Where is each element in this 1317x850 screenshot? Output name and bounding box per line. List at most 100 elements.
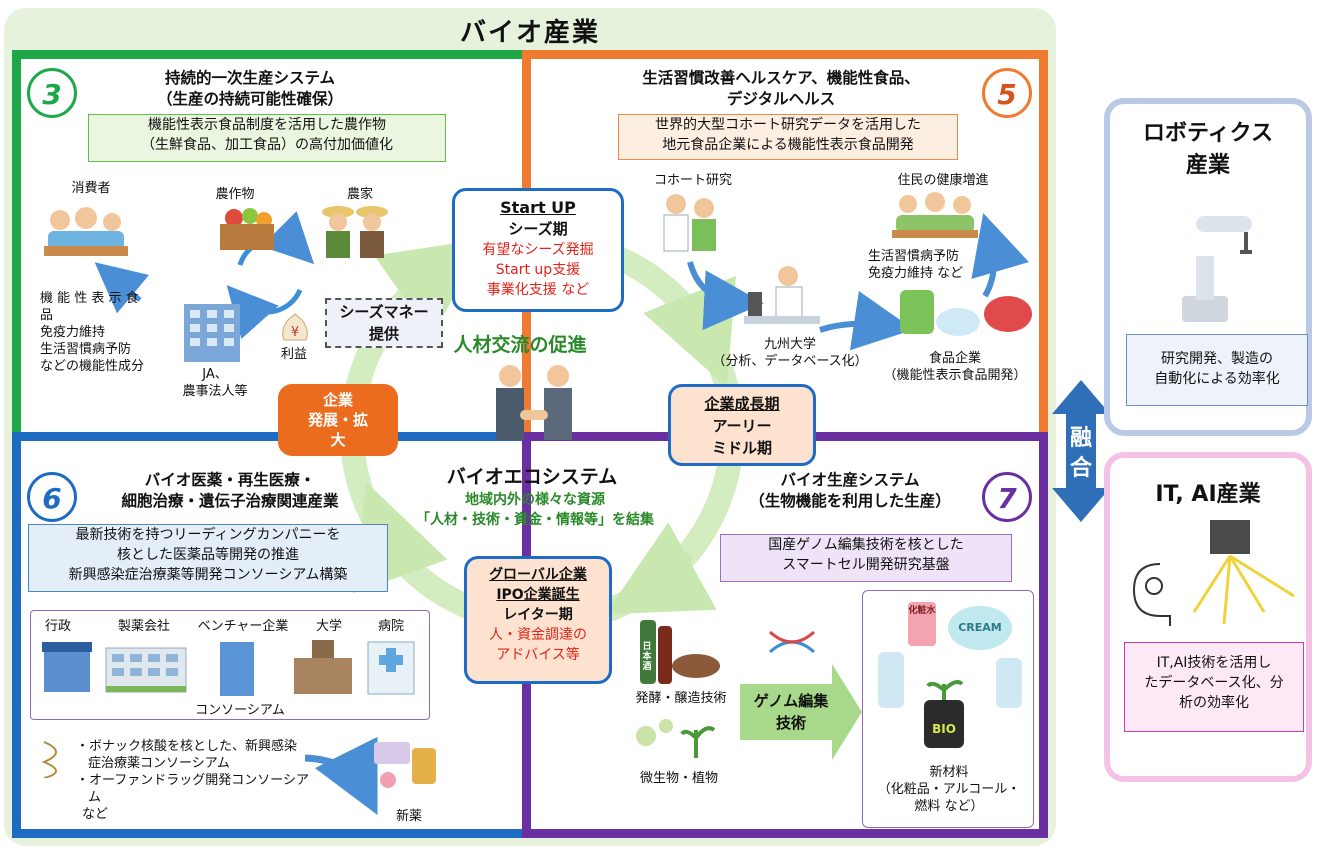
- food-company-label: 食品企業 （機能性表示食品開発）: [870, 350, 1040, 384]
- genome-arrow: [740, 664, 862, 760]
- robotics-title: ロボティクス 産業: [1110, 118, 1306, 182]
- global-stage-box: グローバル企業 IPO企業誕生 レイター期 人・資金調達の アドバイス等: [464, 556, 612, 684]
- q3-note-line2: （生鮮食品、加工食品）の高付加価値化: [141, 137, 393, 153]
- robot-arm-icon: [1162, 196, 1262, 326]
- cosmetics-bio-icon: [872, 596, 1028, 756]
- expansion-line3: 大: [330, 431, 346, 449]
- svg-text:¥: ¥: [291, 325, 299, 340]
- fusion-double-arrow: [1052, 380, 1110, 522]
- ja-line2: 農事法人等: [182, 384, 248, 399]
- farmers-icon: [316, 202, 396, 260]
- robotics-note-line1: 研究開発、製造の: [1161, 351, 1273, 367]
- q7-note-line2: スマートセル開発研究基盤: [782, 557, 950, 573]
- genome-edit-label: ゲノム編集 技術: [746, 690, 836, 734]
- q3-title: 持続的一次生産システム （生産の持続可能性確保）: [110, 68, 390, 110]
- q5-note-line1: 世界的大型コホート研究データを活用した: [655, 117, 921, 133]
- crops-label: 農作物: [215, 187, 255, 202]
- hr-exchange-label: 人材交流の促進: [453, 334, 587, 356]
- q3-note-line1: 機能性表示食品制度を活用した農作物: [148, 117, 386, 133]
- doctor-patient-icon: [654, 190, 724, 254]
- food-line1: 食品企業: [928, 351, 981, 366]
- q7-title: バイオ生産システム （生物機能を利用した生産）: [730, 470, 970, 512]
- medicine-icon: [368, 738, 442, 796]
- fusion-line1: 融: [1069, 426, 1092, 451]
- genome-line2: 技術: [775, 714, 806, 732]
- handshake-icon: [488, 362, 580, 442]
- materials-line3: 燃料 など）: [914, 799, 984, 814]
- global-line5: アドバイス等: [496, 647, 580, 663]
- residents-icon: [890, 190, 980, 240]
- q5-note: 世界的大型コホート研究データを活用した 地元食品企業による機能性表示食品開発: [618, 114, 958, 160]
- consumers-family-icon: [40, 198, 132, 258]
- q6-title-line1: バイオ医薬・再生医療・: [144, 471, 316, 489]
- new-materials-label: 新材料 （化粧品・アルコール・ 燃料 など）: [866, 764, 1032, 815]
- ai-network-icon: [1124, 516, 1308, 636]
- consortium-label: コンソーシアム: [195, 703, 285, 718]
- startup-line3: 事業化支援 など: [486, 282, 590, 298]
- badge-5: 5: [982, 68, 1032, 118]
- toner-label: 化粧水: [908, 606, 936, 616]
- expansion-line2: 発展・拡: [307, 411, 368, 429]
- materials-line2: （化粧品・アルコール・: [877, 782, 1021, 797]
- growth-line1: アーリー: [712, 417, 772, 435]
- dna-icon: [38, 738, 74, 778]
- robotics-note-line2: 自動化による効率化: [1154, 371, 1280, 387]
- bio-label: BIO: [932, 722, 956, 736]
- q6-title: バイオ医薬・再生医療・ 細胞治療・遺伝子治療関連産業: [80, 470, 380, 512]
- materials-line1: 新材料: [929, 765, 969, 780]
- q7-title-line2: （生物機能を利用した生産）: [749, 492, 951, 510]
- startup-title: Start UP: [500, 198, 576, 217]
- sake-label: 日本酒: [642, 642, 652, 672]
- global-line3: レイター期: [503, 607, 573, 623]
- cohort-label: コホート研究: [653, 173, 732, 188]
- q6-note-line2: 核とした医薬品等開発の推進: [117, 547, 299, 563]
- member-venture: ベンチャー企業: [197, 619, 289, 634]
- seeds-line1: シーズマネー: [339, 303, 429, 321]
- ferment-label: 発酵・醸造技術: [635, 691, 727, 706]
- growth-line2: ミドル期: [711, 439, 772, 457]
- it-note-line1: IT,AI技術を活用し: [1156, 655, 1272, 671]
- eco-line1: 地域内外の様々な資源: [465, 492, 605, 508]
- university-icon: [290, 638, 356, 696]
- q5-note-line2: 地元食品企業による機能性表示食品開発: [662, 137, 914, 153]
- cream-label: CREAM: [958, 621, 1002, 634]
- it-note-line2: たデータベース化、分: [1144, 675, 1284, 691]
- growth-title: 企業成長期: [704, 395, 780, 413]
- q3-func-line5: などの機能性成分: [40, 359, 145, 374]
- q5-title-line2: デジタルヘルス: [726, 90, 836, 108]
- bullet1-line2: 症治療薬コンソーシアム: [88, 756, 230, 771]
- bullet2-line2: ム: [88, 790, 102, 805]
- money-bag-icon: ¥: [278, 310, 312, 344]
- badge-6: 6: [27, 472, 77, 522]
- badge-7: 7: [982, 472, 1032, 522]
- crops-basket-icon: [214, 204, 280, 252]
- q3-func-line2: 品: [40, 308, 54, 323]
- researcher-microscope-icon: [742, 262, 822, 332]
- bullet2-line3: など: [82, 807, 109, 822]
- seeds-line2: 提供: [368, 325, 399, 343]
- q6-note: 最新技術を持つリーディングカンパニーを 核とした医薬品等開発の推進 新興感染症治…: [28, 524, 388, 592]
- sake-bottles-icon: [632, 616, 722, 686]
- growth-stage-box: 企業成長期 アーリー ミドル期: [668, 384, 816, 466]
- robotics-title-line1: ロボティクス: [1142, 121, 1274, 146]
- venture-building-icon: [214, 640, 260, 696]
- q3-func-line1: 機 能 性 表 示 食: [40, 291, 139, 306]
- q7-note-line1: 国産ゲノム編集技術を核とした: [768, 537, 964, 553]
- farmer-label: 農家: [346, 187, 373, 202]
- global-line2: IPO企業誕生: [496, 587, 580, 603]
- q3-func-line3: 免疫力維持: [40, 325, 106, 340]
- robotics-note: 研究開発、製造の 自動化による効率化: [1126, 334, 1308, 406]
- genome-tools-icon: [762, 612, 822, 668]
- univ-line2: （分析、データベース化）: [712, 354, 868, 369]
- q3-title-line1: 持続的一次生産システム: [164, 69, 336, 87]
- ja-line1: JA、: [202, 367, 228, 382]
- new-materials-box: [862, 590, 1034, 828]
- startup-line2: Start up支援: [495, 262, 581, 278]
- fusion-label: 融 合: [1060, 424, 1102, 484]
- member-univ: 大学: [315, 619, 342, 634]
- it-ai-note: IT,AI技術を活用し たデータベース化、分 析の効率化: [1124, 642, 1304, 732]
- microbe-label: 微生物・植物: [639, 771, 718, 786]
- badge-3: 3: [27, 68, 77, 118]
- q6-title-line2: 細胞治療・遺伝子治療関連産業: [121, 492, 339, 510]
- profit-label: 利益: [280, 347, 307, 362]
